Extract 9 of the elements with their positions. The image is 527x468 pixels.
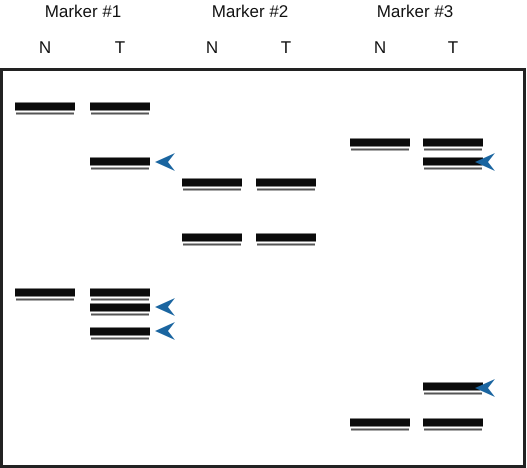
lane-label: T: [280, 38, 292, 58]
marker-heading: Marker #1: [44, 2, 122, 22]
lane-label: N: [374, 38, 386, 58]
lane-label: N: [38, 38, 52, 58]
marker-heading: Marker #3: [376, 2, 454, 22]
lane-label: T: [114, 38, 126, 58]
lane-label: T: [448, 38, 458, 58]
lane-label: N: [206, 38, 218, 58]
marker-heading: Marker #2: [212, 2, 288, 22]
